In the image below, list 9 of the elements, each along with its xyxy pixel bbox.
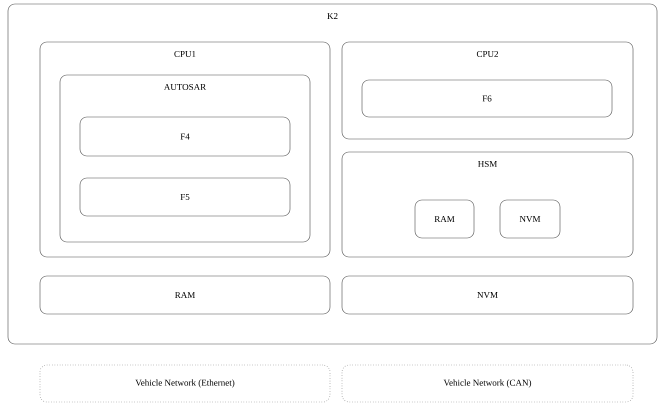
component-box: F6 bbox=[362, 80, 612, 118]
component-box: RAM bbox=[40, 276, 330, 314]
network-box: Vehicle Network (CAN) bbox=[342, 364, 634, 402]
network-box: Vehicle Network (Ethernet) bbox=[40, 364, 330, 402]
component-box: NVM bbox=[342, 276, 634, 314]
component-box: F5 bbox=[80, 178, 290, 216]
component-box: RAM bbox=[414, 200, 474, 238]
component-box: F4 bbox=[80, 116, 290, 156]
component-box: NVM bbox=[500, 200, 560, 238]
